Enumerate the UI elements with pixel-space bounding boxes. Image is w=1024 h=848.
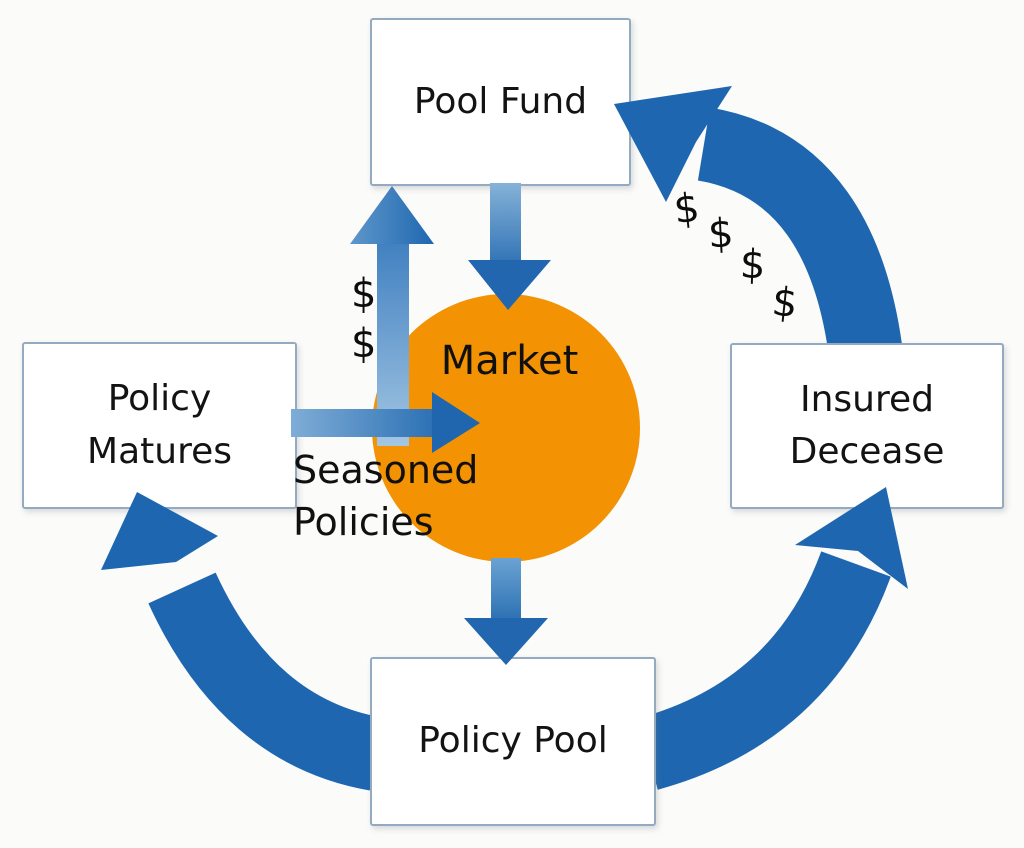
policypool-to-insured-arc-body xyxy=(637,550,891,790)
policymatures-to-market-arrow xyxy=(291,392,480,453)
market-to-policypool-arrow xyxy=(464,558,548,665)
down-arrow-2-shaft xyxy=(491,558,521,620)
market-circle xyxy=(372,294,640,562)
policy-matures-box: Policy Matures xyxy=(22,342,297,509)
pool-fund-box: Pool Fund xyxy=(370,18,631,186)
up-arrow-head xyxy=(350,186,434,244)
horizontal-arrow-shaft xyxy=(291,409,432,437)
policy-matures-label: Policy Matures xyxy=(87,378,232,472)
pool-fund-label: Pool Fund xyxy=(413,80,588,122)
policypool-to-insured-arrowhead xyxy=(795,487,908,589)
poolfund-to-market-arrow xyxy=(468,183,551,310)
dollar-sign: $ xyxy=(351,271,377,317)
market-label: Market xyxy=(440,338,579,384)
down-arrow-1-head xyxy=(468,260,551,310)
policy-pool-label: Policy Pool xyxy=(418,720,608,762)
insured-to-poolfund-arc-body xyxy=(696,107,905,376)
insured-decease-box: Insured Decease xyxy=(730,343,1004,509)
down-arrow-2-head xyxy=(464,618,548,665)
dollar-sign: $ xyxy=(739,241,767,289)
dollar-sign: $ xyxy=(706,210,735,258)
insured-to-poolfund-arrowhead xyxy=(614,86,732,202)
dollar-sign: $ xyxy=(671,184,702,234)
dollar-sign: $ xyxy=(769,278,800,328)
seasoned-policies-label: Seasoned Policies xyxy=(293,448,479,544)
policypool-to-policymatures-arrowhead xyxy=(101,492,218,570)
policypool-to-policymatures-arc-body xyxy=(148,572,384,791)
dollar-sign: $ xyxy=(351,321,377,367)
horizontal-arrow-head xyxy=(432,392,480,453)
policy-pool-box: Policy Pool xyxy=(370,657,656,826)
insured-decease-label: Insured Decease xyxy=(789,378,945,472)
down-arrow-1-shaft xyxy=(490,183,521,263)
